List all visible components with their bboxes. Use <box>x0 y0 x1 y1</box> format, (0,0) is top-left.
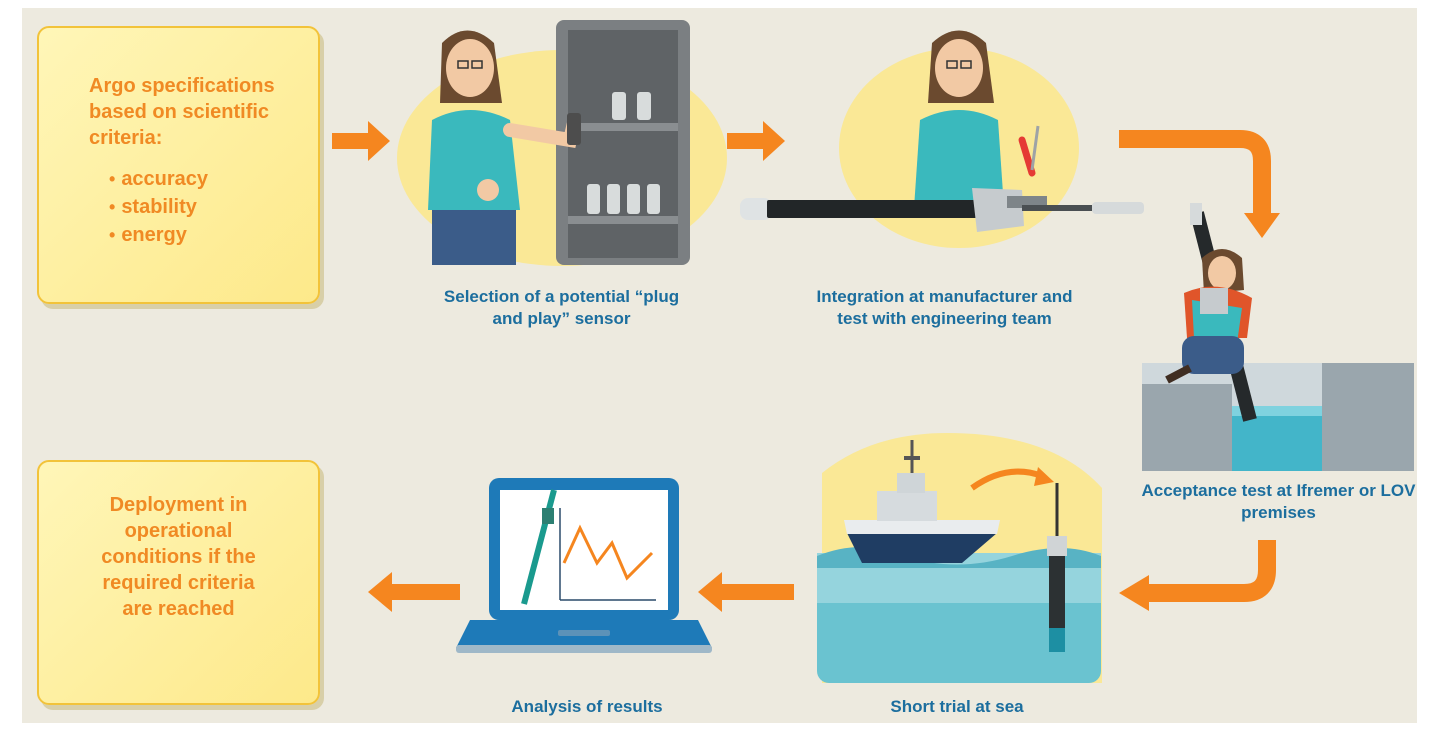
deployment-text: Deployment in operational conditions if … <box>101 494 256 620</box>
specifications-title: Argo specifications based on scientific … <box>89 75 275 149</box>
caption-selection: Selection of a potential “plug and play”… <box>443 287 680 328</box>
selection-illustration <box>397 20 727 266</box>
arrow-analysis-to-deployment <box>368 572 460 612</box>
arrow-integration-to-acceptance <box>1119 130 1280 238</box>
caption-integration: Integration at manufacturer and test wit… <box>816 287 1073 328</box>
arrow-selection-to-integration <box>727 121 785 161</box>
arrow-trial-to-analysis <box>698 572 794 612</box>
arrow-specs-to-selection <box>332 121 390 161</box>
analysis-illustration <box>456 478 712 653</box>
acceptance-illustration <box>1142 203 1414 471</box>
specifications-box: Argo specifications based on scientific … <box>37 26 320 304</box>
criterion-accuracy: accuracy <box>109 165 318 193</box>
process-illustrations <box>332 20 1414 683</box>
criteria-list: accuracy stability energy <box>89 165 318 249</box>
criterion-stability: stability <box>109 193 318 221</box>
caption-acceptance: Acceptance test at Ifremer or LOV premis… <box>1141 481 1416 522</box>
caption-trial: Short trial at sea <box>890 697 1024 716</box>
trial-illustration <box>817 433 1102 683</box>
deployment-box: Deployment in operational conditions if … <box>37 460 320 705</box>
caption-analysis: Analysis of results <box>511 697 663 716</box>
diagram-canvas: Argo specifications based on scientific … <box>22 8 1417 723</box>
integration-illustration <box>740 30 1144 248</box>
arrow-acceptance-to-trial <box>1119 540 1276 611</box>
criterion-energy: energy <box>109 221 318 249</box>
